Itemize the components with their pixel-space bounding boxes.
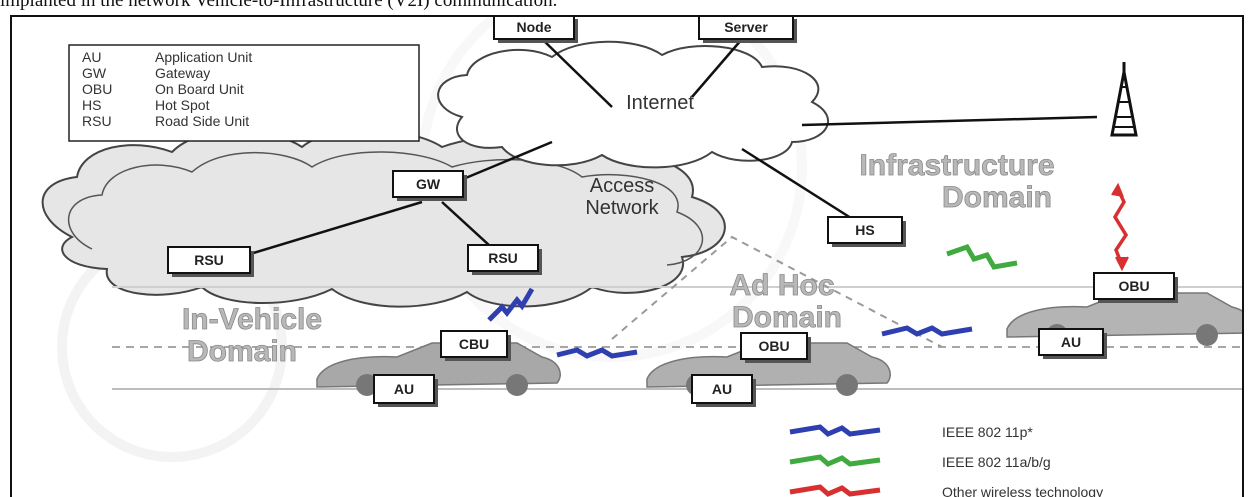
obu-right-label: OBU <box>1118 278 1149 294</box>
obu-left-label: CBU <box>459 336 489 352</box>
node-box: Node <box>493 17 578 43</box>
invehicle-domain-label-line2: Domain <box>187 335 297 368</box>
wireless-link-green-hs-obu <box>946 243 1018 270</box>
diagram-frame: Node Server GW RSU RSU HS CBU OBU OBU <box>10 15 1244 497</box>
rsu-left-box: RSU <box>167 246 254 277</box>
legend-swatch <box>789 454 881 467</box>
figure-caption: implanted in the network Vehicle-to-Infr… <box>0 0 558 11</box>
internet-label: Internet <box>626 92 694 114</box>
server-label: Server <box>724 19 768 35</box>
wireless-link-blue-obu-obu-right <box>881 325 973 337</box>
access-network-label-line1: Access <box>590 175 654 197</box>
au-right-label: AU <box>1061 334 1081 350</box>
access-network-label-line2: Network <box>585 197 659 219</box>
legend-swatch <box>789 484 881 497</box>
legend-label: IEEE 802 11a/b/g <box>942 454 1051 470</box>
obu-left-box: CBU <box>440 330 511 361</box>
wireless-link-red-tower-obu <box>1112 186 1129 266</box>
network-diagram: Node Server GW RSU RSU HS CBU OBU OBU <box>41 17 1242 497</box>
abbreviation-term: GW <box>82 65 107 81</box>
rsu-right-label: RSU <box>488 250 518 266</box>
hotspot-label: HS <box>855 222 874 238</box>
legend-label: Other wireless technology <box>942 484 1103 497</box>
rsu-left-label: RSU <box>194 252 224 268</box>
server-box: Server <box>698 17 797 43</box>
obu-middle-box: OBU <box>740 332 811 363</box>
infrastructure-domain-label-line1: Infrastructure <box>859 149 1054 182</box>
obu-middle-label: OBU <box>758 338 789 354</box>
legend-label: IEEE 802 11p* <box>942 424 1033 440</box>
gateway-box: GW <box>392 170 467 201</box>
rsu-right-box: RSU <box>467 244 542 275</box>
au-left-box: AU <box>373 374 438 407</box>
wireless-link-blue-obu-obu <box>556 347 638 359</box>
abbreviation-meaning: Gateway <box>155 65 210 81</box>
abbreviation-key <box>68 44 420 142</box>
au-middle-label: AU <box>712 381 732 397</box>
legend-swatch <box>789 424 881 437</box>
adhoc-boundary <box>611 235 943 348</box>
invehicle-domain-label-line1: In-Vehicle <box>182 303 322 336</box>
au-middle-box: AU <box>691 374 756 407</box>
abbreviation-term: AU <box>82 49 101 65</box>
infrastructure-domain-label-line2: Domain <box>942 181 1052 214</box>
hotspot-box: HS <box>827 216 906 247</box>
adhoc-domain-label-line2: Domain <box>732 301 842 334</box>
internet-cloud <box>437 40 829 169</box>
node-label: Node <box>517 19 552 35</box>
abbreviation-meaning: Hot Spot <box>155 97 210 113</box>
wireless-link-blue-rsu-obu <box>487 287 535 322</box>
abbreviation-term: OBU <box>82 81 112 97</box>
abbreviation-meaning: On Board Unit <box>155 81 244 97</box>
abbreviation-meaning: Road Side Unit <box>155 113 249 129</box>
au-right-box: AU <box>1038 328 1107 359</box>
cell-tower-icon <box>1110 62 1138 137</box>
obu-right-box: OBU <box>1093 272 1178 303</box>
abbreviation-term: HS <box>82 97 101 113</box>
adhoc-domain-label-line1: Ad Hoc <box>730 269 835 302</box>
wireless-links <box>487 182 1129 359</box>
abbreviation-meaning: Application Unit <box>155 49 252 65</box>
abbreviation-term: RSU <box>82 113 112 129</box>
gateway-label: GW <box>416 176 441 192</box>
au-left-label: AU <box>394 381 414 397</box>
